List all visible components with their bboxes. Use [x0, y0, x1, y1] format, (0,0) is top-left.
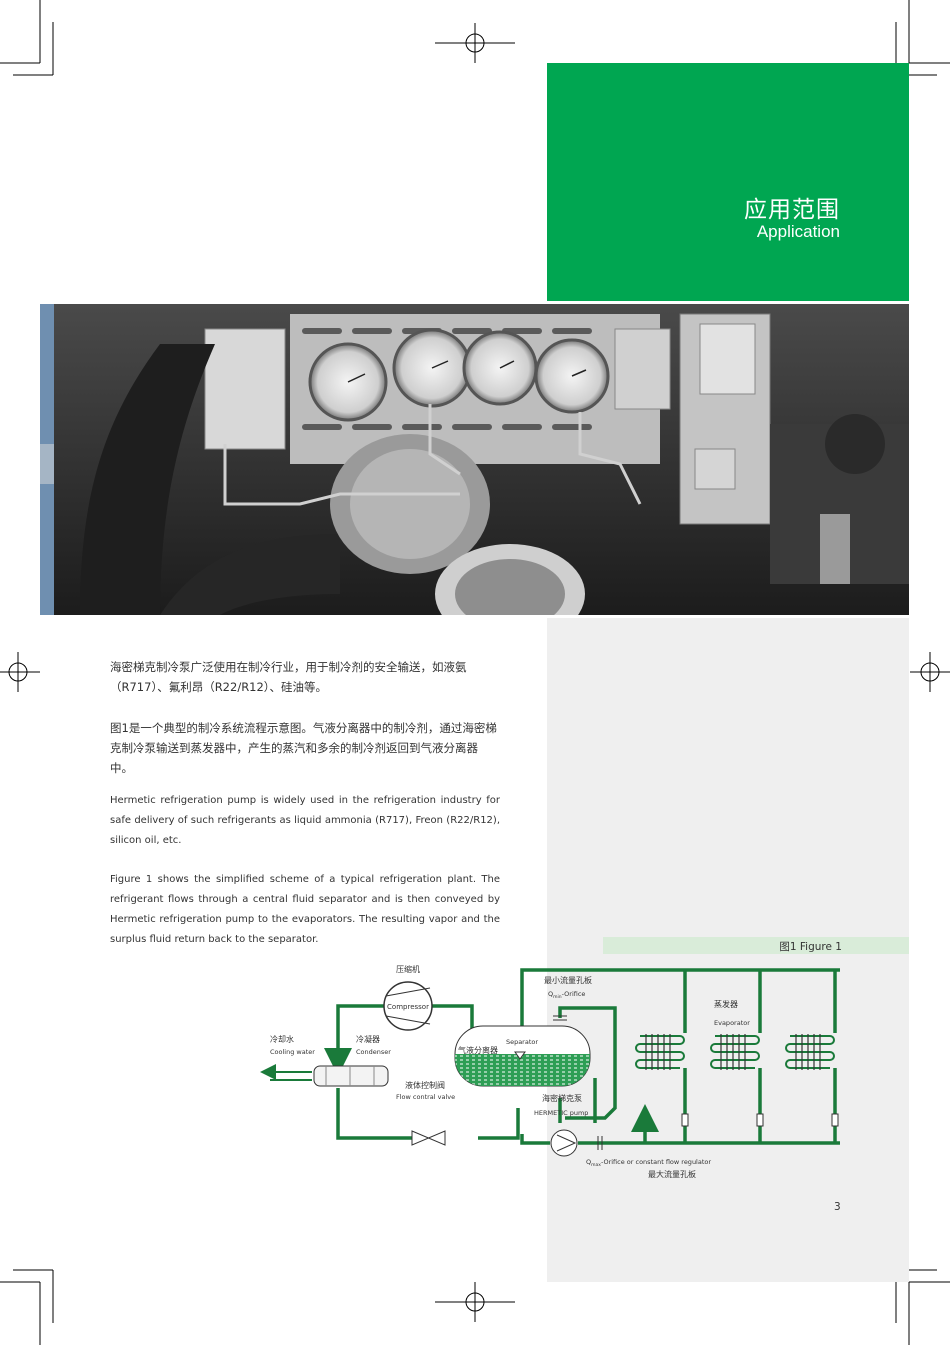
pump-label-cn: 海密梯克泵 — [542, 1093, 582, 1103]
figure-caption: 图1 Figure 1 — [779, 941, 842, 953]
figure-caption-bar — [603, 937, 909, 954]
pump-label-en: HERMETIC pump — [534, 1109, 588, 1117]
page-number: 3 — [834, 1201, 841, 1213]
condenser-label-en: Condenser — [356, 1048, 391, 1056]
flow-valve-label-en: Flow contral valve — [396, 1093, 455, 1101]
evaporator-label-en: Evaporator — [714, 1019, 750, 1027]
max-orifice-label-cn: 最大流量孔板 — [648, 1169, 696, 1179]
condenser-label-cn: 冷凝器 — [356, 1034, 380, 1044]
body-paragraph-cn-1: 海密梯克制冷泵广泛使用在制冷行业，用于制冷剂的安全输送，如液氨（R717）、氟利… — [110, 660, 467, 694]
min-orifice-label-cn: 最小流量孔板 — [544, 975, 592, 985]
pump-symbol — [550, 1129, 578, 1157]
flow-valve-label-cn: 液体控制阀 — [405, 1080, 445, 1090]
cooling-water-label-en: Cooling water — [270, 1048, 315, 1056]
separator-label-en: Separator — [506, 1038, 538, 1046]
evaporator-label-cn: 蒸发器 — [714, 999, 738, 1009]
body-paragraph-en-1: Hermetic refrigeration pump is widely us… — [110, 795, 500, 846]
cooling-water-label-cn: 冷却水 — [270, 1034, 294, 1044]
body-paragraph-en-2: Figure 1 shows the simplified scheme of … — [110, 874, 500, 945]
refrigeration-diagram: Compressor 压缩机 冷却水 Cooling water 冷凝器 Con… — [260, 964, 840, 1179]
section-title-en: Application — [756, 222, 840, 241]
compressor-label-en: Compressor — [387, 1003, 429, 1011]
max-orifice-label-en: Qmax-Orifice or constant flow regulator — [586, 1158, 711, 1168]
min-orifice-label-en: Qmin-Orifice — [548, 990, 585, 1000]
section-title-cn: 应用范围 — [744, 197, 840, 223]
body-paragraph-cn-2: 图1是一个典型的制冷系统流程示意图。气液分离器中的制冷剂，通过海密梯克制冷泵输送… — [110, 721, 497, 775]
condenser-symbol — [313, 1065, 389, 1087]
header-green-block — [547, 63, 909, 301]
equipment-photo — [40, 304, 909, 615]
evaporator-symbols — [635, 1034, 835, 1070]
flow-valve-symbol — [411, 1130, 446, 1146]
compressor-label-cn: 压缩机 — [396, 964, 420, 974]
separator-label-cn: 气液分离器 — [458, 1045, 498, 1055]
